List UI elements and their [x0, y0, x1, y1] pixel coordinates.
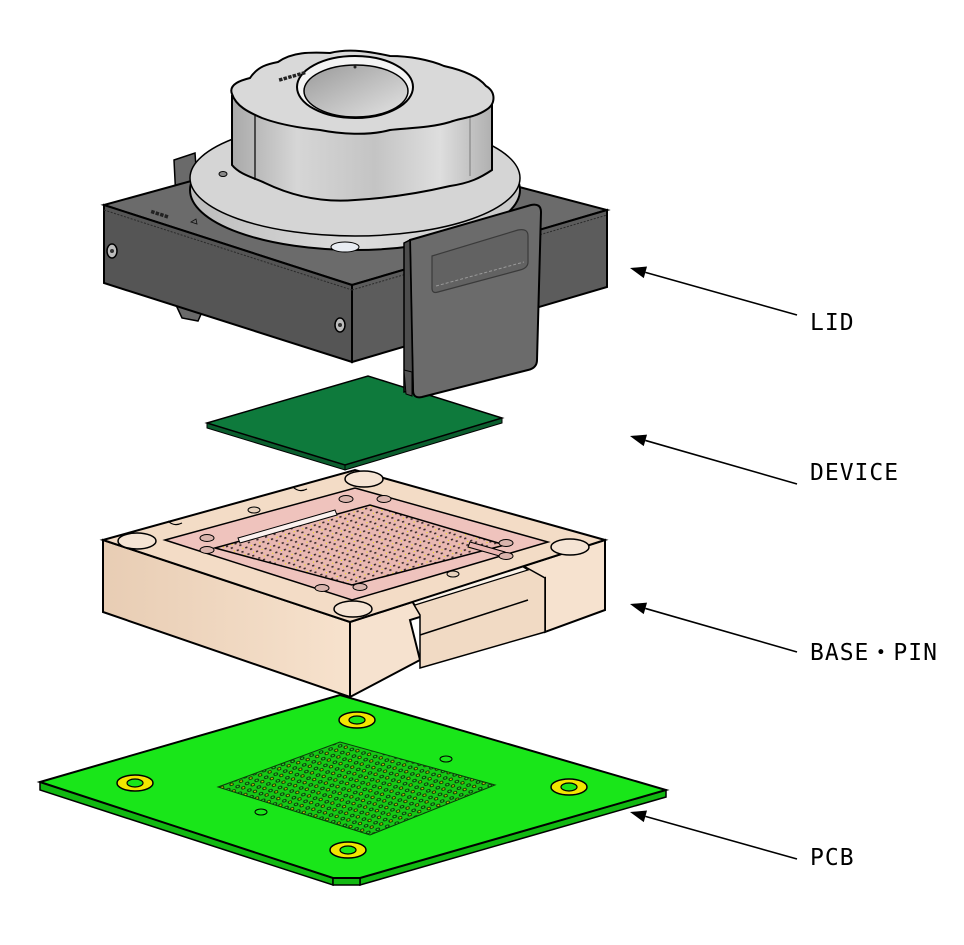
- lid-latch-plate-recess: [431, 229, 529, 294]
- arrowhead-icon: [630, 434, 648, 447]
- base-guide-rail: [237, 509, 338, 544]
- base-top-notch: [167, 520, 183, 526]
- base-screw-hole: [199, 534, 215, 542]
- base-screw-hole: [199, 546, 215, 554]
- callout-arrow-base-pin: [630, 602, 798, 653]
- base-screw-hole: [247, 506, 261, 514]
- leader-line: [645, 439, 798, 485]
- arrowhead-icon: [630, 266, 648, 279]
- socket-base: [99, 468, 609, 699]
- base-screw-hole: [314, 584, 330, 592]
- lid-screw-icon: [106, 243, 118, 259]
- pcb-edge-chamfer: [332, 877, 361, 886]
- lid-latch-hinge: [403, 238, 414, 393]
- label-pcb: PCB: [810, 845, 855, 871]
- lid-ring-hole: [218, 171, 228, 177]
- base-screw-hole: [498, 539, 514, 547]
- base-screw-hole: [498, 552, 514, 560]
- pcb-mounting-pad: [550, 778, 588, 796]
- base-screw-hole: [446, 570, 460, 578]
- callout-arrow-device: [630, 434, 798, 485]
- pcb-mounting-pad: [338, 711, 376, 729]
- lid-screw-icon: [334, 317, 346, 333]
- leader-line: [645, 607, 798, 653]
- lid-knob-center-hole-inner: [303, 64, 409, 118]
- lid-washer: [330, 241, 360, 253]
- device-chip: [204, 375, 505, 471]
- base-corner-hole: [550, 538, 590, 556]
- lid-latch-clip: [403, 369, 413, 397]
- base-screw-hole: [338, 495, 354, 503]
- base-screw-hole: [376, 495, 392, 503]
- base-corner-hole: [344, 470, 384, 488]
- base-corner-hole: [117, 532, 157, 550]
- socket-lid: ▪▪▪▪ ▪▪▪▪▪▪: [100, 49, 611, 399]
- arrowhead-icon: [630, 602, 648, 615]
- lid-orientation-mark: [190, 218, 198, 225]
- callout-arrow-pcb: [630, 810, 798, 860]
- callout-arrow-lid: [630, 266, 798, 316]
- callout-arrows: [630, 266, 798, 860]
- label-base-pin: BASE・PIN: [810, 640, 938, 666]
- pcb-bga-pad-array: [216, 741, 497, 836]
- pcb-mounting-pad: [116, 774, 154, 792]
- pcb-alignment-hole: [254, 808, 268, 816]
- pcb-board: [36, 693, 670, 887]
- pcb-alignment-hole: [439, 755, 453, 763]
- device-top-surface: [204, 375, 505, 466]
- leader-line: [645, 815, 798, 860]
- base-screw-hole: [352, 583, 368, 591]
- label-lid: LID: [810, 310, 855, 336]
- label-device: DEVICE: [810, 460, 900, 486]
- arrowhead-icon: [630, 810, 648, 823]
- base-top-notch: [292, 486, 308, 492]
- pcb-mounting-pad: [329, 841, 367, 859]
- lid-knob-mark: [353, 65, 357, 69]
- leader-line: [645, 271, 798, 316]
- base-corner-hole: [333, 600, 373, 618]
